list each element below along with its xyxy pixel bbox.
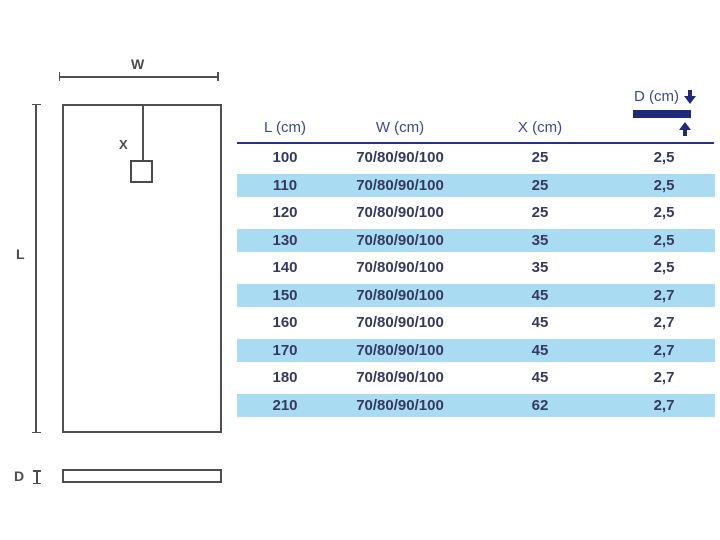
cell-length: 150	[272, 286, 298, 304]
col-header-width: W (cm)	[375, 118, 425, 136]
arrow-down-icon	[684, 89, 696, 104]
cell-length: 110	[272, 176, 298, 194]
depth-header-label-row: D (cm)	[600, 88, 696, 105]
table-row: 140 70/80/90/100 35 2,5	[237, 254, 715, 282]
arrow-up-icon	[679, 122, 691, 136]
cell-width: 70/80/90/100	[356, 396, 444, 414]
col-header-depth: D (cm)	[634, 88, 679, 105]
cell-depth: 2,7	[653, 286, 675, 304]
cell-depth: 2,7	[653, 314, 675, 332]
cell-depth: 2,7	[653, 341, 675, 359]
cell-width: 70/80/90/100	[356, 204, 444, 222]
drain-center-line	[142, 105, 144, 172]
cell-width: 70/80/90/100	[356, 314, 444, 332]
cell-length: 210	[272, 396, 298, 414]
cell-x-offset: 35	[531, 231, 549, 249]
cell-x-offset: 25	[531, 176, 549, 194]
cell-length: 100	[272, 149, 298, 167]
cell-x-offset: 45	[531, 369, 549, 387]
table-row: 110 70/80/90/100 25 2,5	[237, 171, 715, 199]
table-row: 150 70/80/90/100 45 2,7	[237, 281, 715, 309]
cell-length: 160	[272, 314, 298, 332]
cell-width: 70/80/90/100	[356, 341, 444, 359]
cell-width: 70/80/90/100	[356, 176, 444, 194]
drain-offset-label: X	[119, 137, 129, 152]
table-row: 210 70/80/90/100 62 2,7	[237, 391, 715, 419]
cell-width: 70/80/90/100	[356, 286, 444, 304]
cell-depth: 2,5	[653, 176, 675, 194]
cell-length: 140	[272, 259, 298, 277]
depth-label: D	[14, 468, 25, 484]
cell-x-offset: 25	[531, 149, 549, 167]
width-dimension-tick-right	[217, 72, 219, 81]
cell-depth: 2,5	[653, 204, 675, 222]
cell-depth: 2,5	[653, 259, 675, 277]
cell-x-offset: 25	[531, 204, 549, 222]
width-dimension-line	[59, 76, 218, 78]
depth-marker-bottom-bar	[33, 482, 41, 484]
table-header: L (cm) W (cm) X (cm)	[237, 112, 715, 142]
table-row: 170 70/80/90/100 45 2,7	[237, 336, 715, 364]
cell-depth: 2,7	[653, 396, 675, 414]
table-row: 160 70/80/90/100 45 2,7	[237, 309, 715, 337]
table-body: 100 70/80/90/100 25 2,5 110 70/80/90/100…	[237, 144, 715, 419]
cell-x-offset: 35	[531, 259, 549, 277]
cell-length: 120	[272, 204, 298, 222]
cell-length: 170	[272, 341, 298, 359]
col-header-length: L (cm)	[264, 118, 306, 136]
depth-extent-marker-icon	[33, 470, 41, 484]
tray-side-view-outline	[62, 469, 222, 483]
length-label: L	[16, 246, 26, 262]
depth-marker-stem	[36, 470, 38, 484]
table-row: 180 70/80/90/100 45 2,7	[237, 364, 715, 392]
depth-header-group: D (cm)	[600, 88, 700, 142]
cell-width: 70/80/90/100	[356, 231, 444, 249]
cell-x-offset: 62	[531, 396, 549, 414]
cell-x-offset: 45	[531, 341, 549, 359]
width-label: W	[131, 56, 145, 72]
length-dimension-tick-bottom	[31, 431, 41, 433]
cell-width: 70/80/90/100	[356, 259, 444, 277]
cell-length: 130	[272, 231, 298, 249]
table-row: 130 70/80/90/100 35 2,5	[237, 226, 715, 254]
cell-x-offset: 45	[531, 314, 549, 332]
cell-width: 70/80/90/100	[356, 149, 444, 167]
drain-square	[130, 160, 153, 183]
cell-depth: 2,7	[653, 369, 675, 387]
table-row: 100 70/80/90/100 25 2,5	[237, 144, 715, 172]
cell-depth: 2,5	[653, 149, 675, 167]
cell-length: 180	[272, 369, 298, 387]
cell-x-offset: 45	[531, 286, 549, 304]
cell-depth: 2,5	[653, 231, 675, 249]
length-dimension-line	[35, 104, 37, 433]
table-row: 120 70/80/90/100 25 2,5	[237, 199, 715, 227]
cell-width: 70/80/90/100	[356, 369, 444, 387]
depth-illustration-bar	[633, 110, 691, 118]
length-dimension-tick-top	[31, 103, 41, 105]
col-header-x-offset: X (cm)	[517, 118, 563, 136]
width-dimension-tick-left	[58, 72, 60, 81]
header-underline	[237, 141, 714, 144]
